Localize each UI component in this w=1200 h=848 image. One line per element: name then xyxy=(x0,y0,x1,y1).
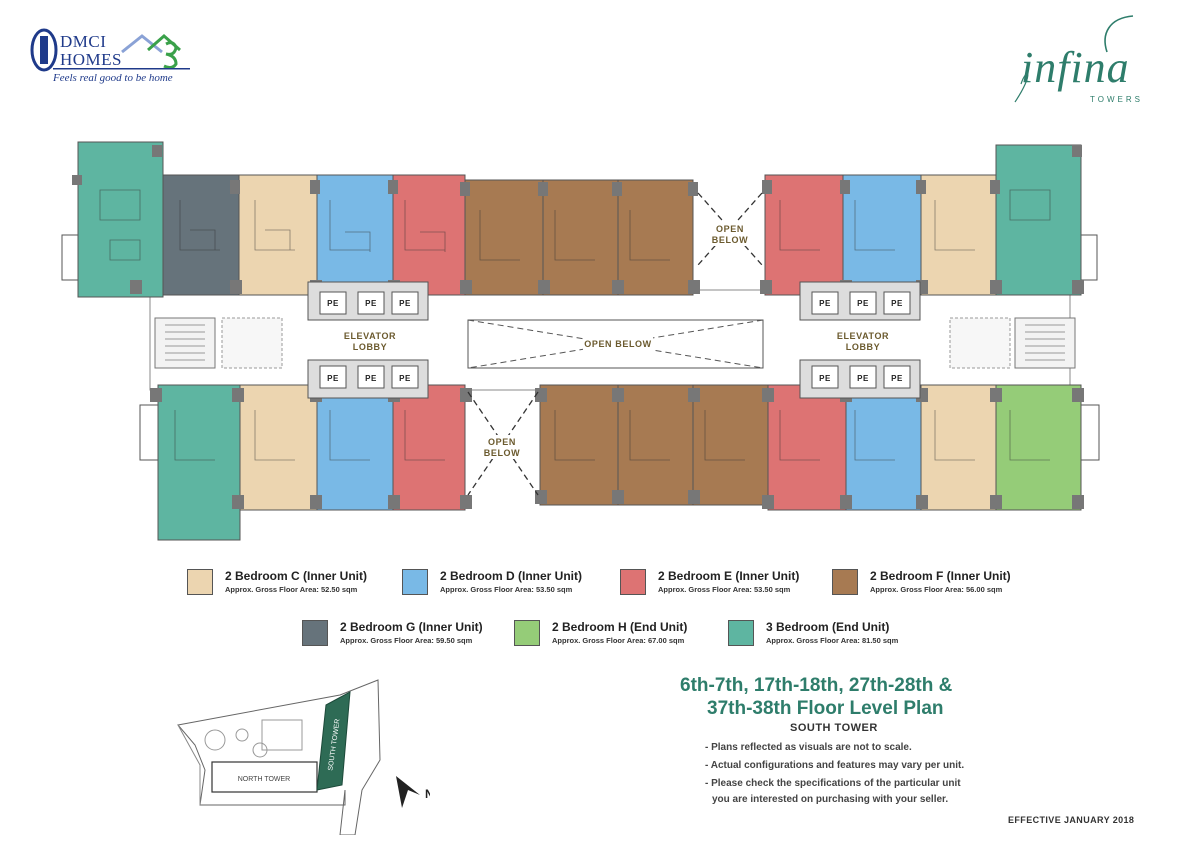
unit-f-lower-1 xyxy=(539,384,619,506)
elevator-lobby-label-2: LOBBY xyxy=(846,342,881,352)
dmci-emblem-icon xyxy=(30,28,58,72)
lower-right-units xyxy=(539,384,1082,511)
elevator-label: PE xyxy=(819,374,831,383)
open-below-center: OPEN BELOW xyxy=(467,319,764,369)
legend-title: 3 Bedroom (End Unit) xyxy=(766,620,890,634)
legend-area: Approx. Gross Floor Area: 59.50 sqm xyxy=(340,636,473,645)
open-below-label-1: OPEN xyxy=(716,224,744,234)
south-tower-footprint: SOUTH TOWER xyxy=(316,691,351,791)
infina-swirl-icon xyxy=(1014,15,1134,103)
elevator-label: PE xyxy=(857,374,869,383)
legend-swatch xyxy=(402,569,428,595)
elevator-bank-upper-right xyxy=(799,281,921,321)
unit-c-lower-left xyxy=(239,384,318,511)
elevator-bank-lower-right xyxy=(799,359,921,399)
note-specifications-cont: you are interested on purchasing with yo… xyxy=(712,794,949,805)
plan-title-line1: 6th-7th, 17th-18th, 27th-28th & xyxy=(680,675,953,696)
unit-d-lower-left xyxy=(316,384,394,511)
note-specifications: - Please check the specifications of the… xyxy=(705,778,961,789)
legend-area: Approx. Gross Floor Area: 52.50 sqm xyxy=(225,585,358,594)
floor-plan: PE PE PE PE PE PE PE PE PE PE PE PE OPEN… xyxy=(61,141,1100,541)
balconies xyxy=(61,234,1100,461)
project-name: infina xyxy=(1021,43,1130,92)
elevator-bank-upper-left xyxy=(307,281,429,321)
unit-e-upper-right xyxy=(764,174,844,296)
legend-title: 2 Bedroom G (Inner Unit) xyxy=(340,620,483,634)
elevator-bank-lower-left xyxy=(307,359,429,399)
unit-3br-lower-left xyxy=(157,384,241,541)
interior-details xyxy=(99,189,1051,461)
unit-c-upper-right xyxy=(920,174,997,296)
legend-area: Approx. Gross Floor Area: 56.00 sqm xyxy=(870,585,1003,594)
elevator-label: PE xyxy=(857,299,869,308)
project-subtitle: TOWERS xyxy=(1090,95,1143,104)
legend-title: 2 Bedroom C (Inner Unit) xyxy=(225,569,368,583)
infina-towers-logo: infina TOWERS xyxy=(1005,12,1165,112)
legend-swatch xyxy=(620,569,646,595)
elevator-label: PE xyxy=(399,374,411,383)
plan-title-line2: 37th-38th Floor Level Plan xyxy=(707,698,944,719)
elevator-label: PE xyxy=(327,299,339,308)
legend-area: Approx. Gross Floor Area: 81.50 sqm xyxy=(766,636,899,645)
elevator-label: PE xyxy=(819,299,831,308)
unit-e-lower-left xyxy=(392,384,466,511)
unit-f-lower-2 xyxy=(617,384,694,506)
upper-left-units xyxy=(77,141,694,298)
elevator-label: PE xyxy=(399,299,411,308)
elevator-label: PE xyxy=(365,299,377,308)
brand-line1: DMCI xyxy=(60,32,107,51)
house-mark-icon xyxy=(121,34,181,70)
north-tower-footprint: NORTH TOWER xyxy=(211,761,318,793)
legend-title: 2 Bedroom E (Inner Unit) xyxy=(658,569,800,583)
effective-date: EFFECTIVE JANUARY 2018 xyxy=(1008,815,1135,825)
legend-swatch xyxy=(302,620,328,646)
legend-title: 2 Bedroom D (Inner Unit) xyxy=(440,569,583,583)
open-below-upper-right xyxy=(697,192,763,266)
north-arrow-label: N xyxy=(425,787,430,801)
site-map: NORTH TOWER SOUTH TOWER N xyxy=(177,679,430,835)
legend-title: 2 Bedroom H (End Unit) xyxy=(552,620,688,634)
elevator-lobby-label-2: LOBBY xyxy=(353,342,388,352)
elevator-lobby-label-1: ELEVATOR xyxy=(837,331,889,341)
elevator-label: PE xyxy=(365,374,377,383)
open-below-label-1: OPEN xyxy=(488,437,516,447)
unit-f-upper-1 xyxy=(464,179,544,296)
unit-c-lower-right xyxy=(920,384,997,511)
elevator-lobby-label-1: ELEVATOR xyxy=(344,331,396,341)
north-tower-label: NORTH TOWER xyxy=(238,776,291,783)
legend-swatch xyxy=(728,620,754,646)
elevator-label: PE xyxy=(891,299,903,308)
unit-d-lower-right xyxy=(845,384,922,511)
legend-area: Approx. Gross Floor Area: 53.50 sqm xyxy=(658,585,791,594)
legend-swatch xyxy=(832,569,858,595)
unit-h-lower xyxy=(995,384,1082,511)
legend-area: Approx. Gross Floor Area: 67.00 sqm xyxy=(552,636,685,645)
legend-area: Approx. Gross Floor Area: 53.50 sqm xyxy=(440,585,573,594)
unit-d-upper-left xyxy=(316,174,394,296)
legend-swatch xyxy=(514,620,540,646)
lower-left-units xyxy=(157,384,466,541)
unit-3br-upper-left xyxy=(77,141,164,298)
unit-f-upper-2 xyxy=(542,179,619,296)
legend-title: 2 Bedroom F (Inner Unit) xyxy=(870,569,1011,583)
dmci-homes-logo: DMCI HOMES Feels real good to be home xyxy=(30,28,200,88)
unit-f-lower-3 xyxy=(692,384,769,506)
north-arrow-icon: N xyxy=(396,776,430,808)
note-scale: - Plans reflected as visuals are not to … xyxy=(705,742,912,753)
elevator-label: PE xyxy=(891,374,903,383)
open-below-label-2: BELOW xyxy=(484,448,521,458)
legend-swatch xyxy=(187,569,213,595)
unit-e-upper-left xyxy=(392,174,466,296)
note-configurations: - Actual configurations and features may… xyxy=(705,760,965,771)
logo-underline xyxy=(53,68,190,70)
unit-g-upper xyxy=(162,174,240,296)
brand-tagline: Feels real good to be home xyxy=(53,72,173,84)
unit-c-upper-left xyxy=(238,174,318,296)
unit-f-upper-3 xyxy=(617,179,694,296)
open-below-label-2: BELOW xyxy=(712,235,749,245)
tower-name: SOUTH TOWER xyxy=(790,722,878,734)
open-below-center-label: OPEN BELOW xyxy=(584,339,652,349)
elevator-label: PE xyxy=(327,374,339,383)
brand-line2: HOMES xyxy=(60,50,123,69)
